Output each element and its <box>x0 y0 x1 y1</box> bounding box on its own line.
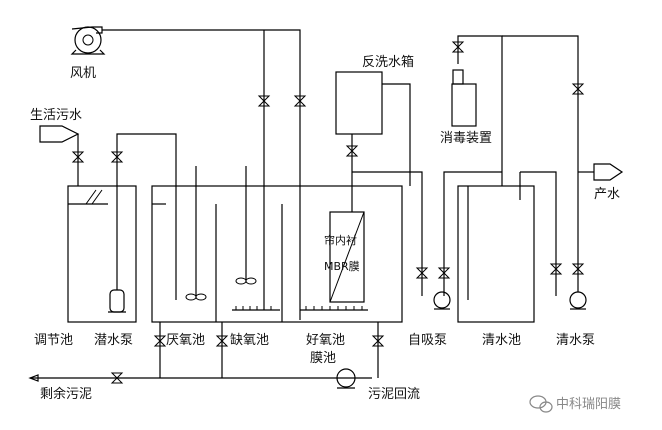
clear-water-suction-pipe <box>520 171 557 296</box>
domestic-sewage-label: 生活污水 <box>30 108 82 123</box>
valve-icon <box>371 335 385 347</box>
submersible-pump-label: 潜水泵 <box>94 333 133 348</box>
permeate-pipe <box>352 171 423 296</box>
pump-icon <box>433 291 451 310</box>
backwash-tank <box>335 71 383 135</box>
valve-icon <box>571 83 585 95</box>
anoxic-tank-label: 缺氧池 <box>230 333 269 348</box>
pump-icon <box>336 368 356 389</box>
valve-icon <box>293 95 307 107</box>
wechat-logo-icon <box>529 395 553 413</box>
mbr-membrane-diagonal <box>329 211 365 303</box>
sewage-inlet-arrow-icon <box>39 125 80 143</box>
disinfection-device-label: 消毒装置 <box>440 131 492 146</box>
valve-icon <box>71 151 85 163</box>
valve-icon <box>549 263 563 275</box>
product-water-label: 产水 <box>594 187 620 202</box>
valve-icon <box>345 145 359 157</box>
mbr-membrane-label: MBR膜 <box>324 260 360 273</box>
clear-water-discharge-pipe <box>502 35 579 292</box>
disinfection-pipe <box>457 35 503 186</box>
valve-icon <box>257 95 271 107</box>
backwash-tank-inlet-pipe <box>382 83 411 186</box>
valve-icon <box>437 267 451 279</box>
self-priming-pump-label: 自吸泵 <box>408 333 447 348</box>
clear-water-tank-label: 清水池 <box>482 333 521 348</box>
disinfection-device <box>451 83 477 127</box>
biological-tank <box>151 185 403 323</box>
aerator-icon <box>232 306 280 311</box>
product-water-arrow-icon <box>593 163 624 181</box>
membrane-tank-label: 膜池 <box>310 351 336 366</box>
disinfection-doser <box>452 69 464 85</box>
regulating-tank <box>67 185 137 323</box>
valve-icon <box>153 335 167 347</box>
aerator-icon <box>300 306 368 311</box>
anaerobic-tank-label: 厌氧池 <box>166 333 205 348</box>
valve-icon <box>451 41 465 53</box>
watermark-text: 中科瑞阳膜 <box>556 397 621 412</box>
air-header-pipe <box>102 29 301 320</box>
valve-icon <box>110 372 124 384</box>
backwash-tank-label: 反洗水箱 <box>362 54 414 70</box>
lift-pipe <box>116 133 177 300</box>
valve-icon <box>415 267 429 279</box>
excess-sludge-label: 剩余污泥 <box>40 386 92 402</box>
blower-icon <box>70 26 106 55</box>
mbr-membrane-module <box>329 211 365 303</box>
stirrer-icon <box>235 166 257 285</box>
valve-icon <box>110 151 124 163</box>
regulating-tank-label: 调节池 <box>34 333 73 348</box>
sludge-return-label: 污泥回流 <box>368 387 420 402</box>
pump-icon <box>569 291 587 310</box>
clear-water-pump-label: 清水泵 <box>556 333 595 348</box>
stirrer-icon <box>185 166 207 301</box>
blower-label: 风机 <box>70 66 96 81</box>
excess-sludge-arrow-icon <box>28 374 39 382</box>
membrane-unit-label: 帘内衬 <box>324 233 357 247</box>
clear-water-tank <box>457 185 535 323</box>
valve-icon <box>571 263 585 275</box>
aerobic-tank-label: 好氧池 <box>306 333 345 348</box>
self-priming-discharge-pipe <box>443 171 502 296</box>
valve-icon <box>215 335 229 347</box>
submersible-pump-icon <box>108 289 126 313</box>
screen-icon <box>85 189 103 205</box>
